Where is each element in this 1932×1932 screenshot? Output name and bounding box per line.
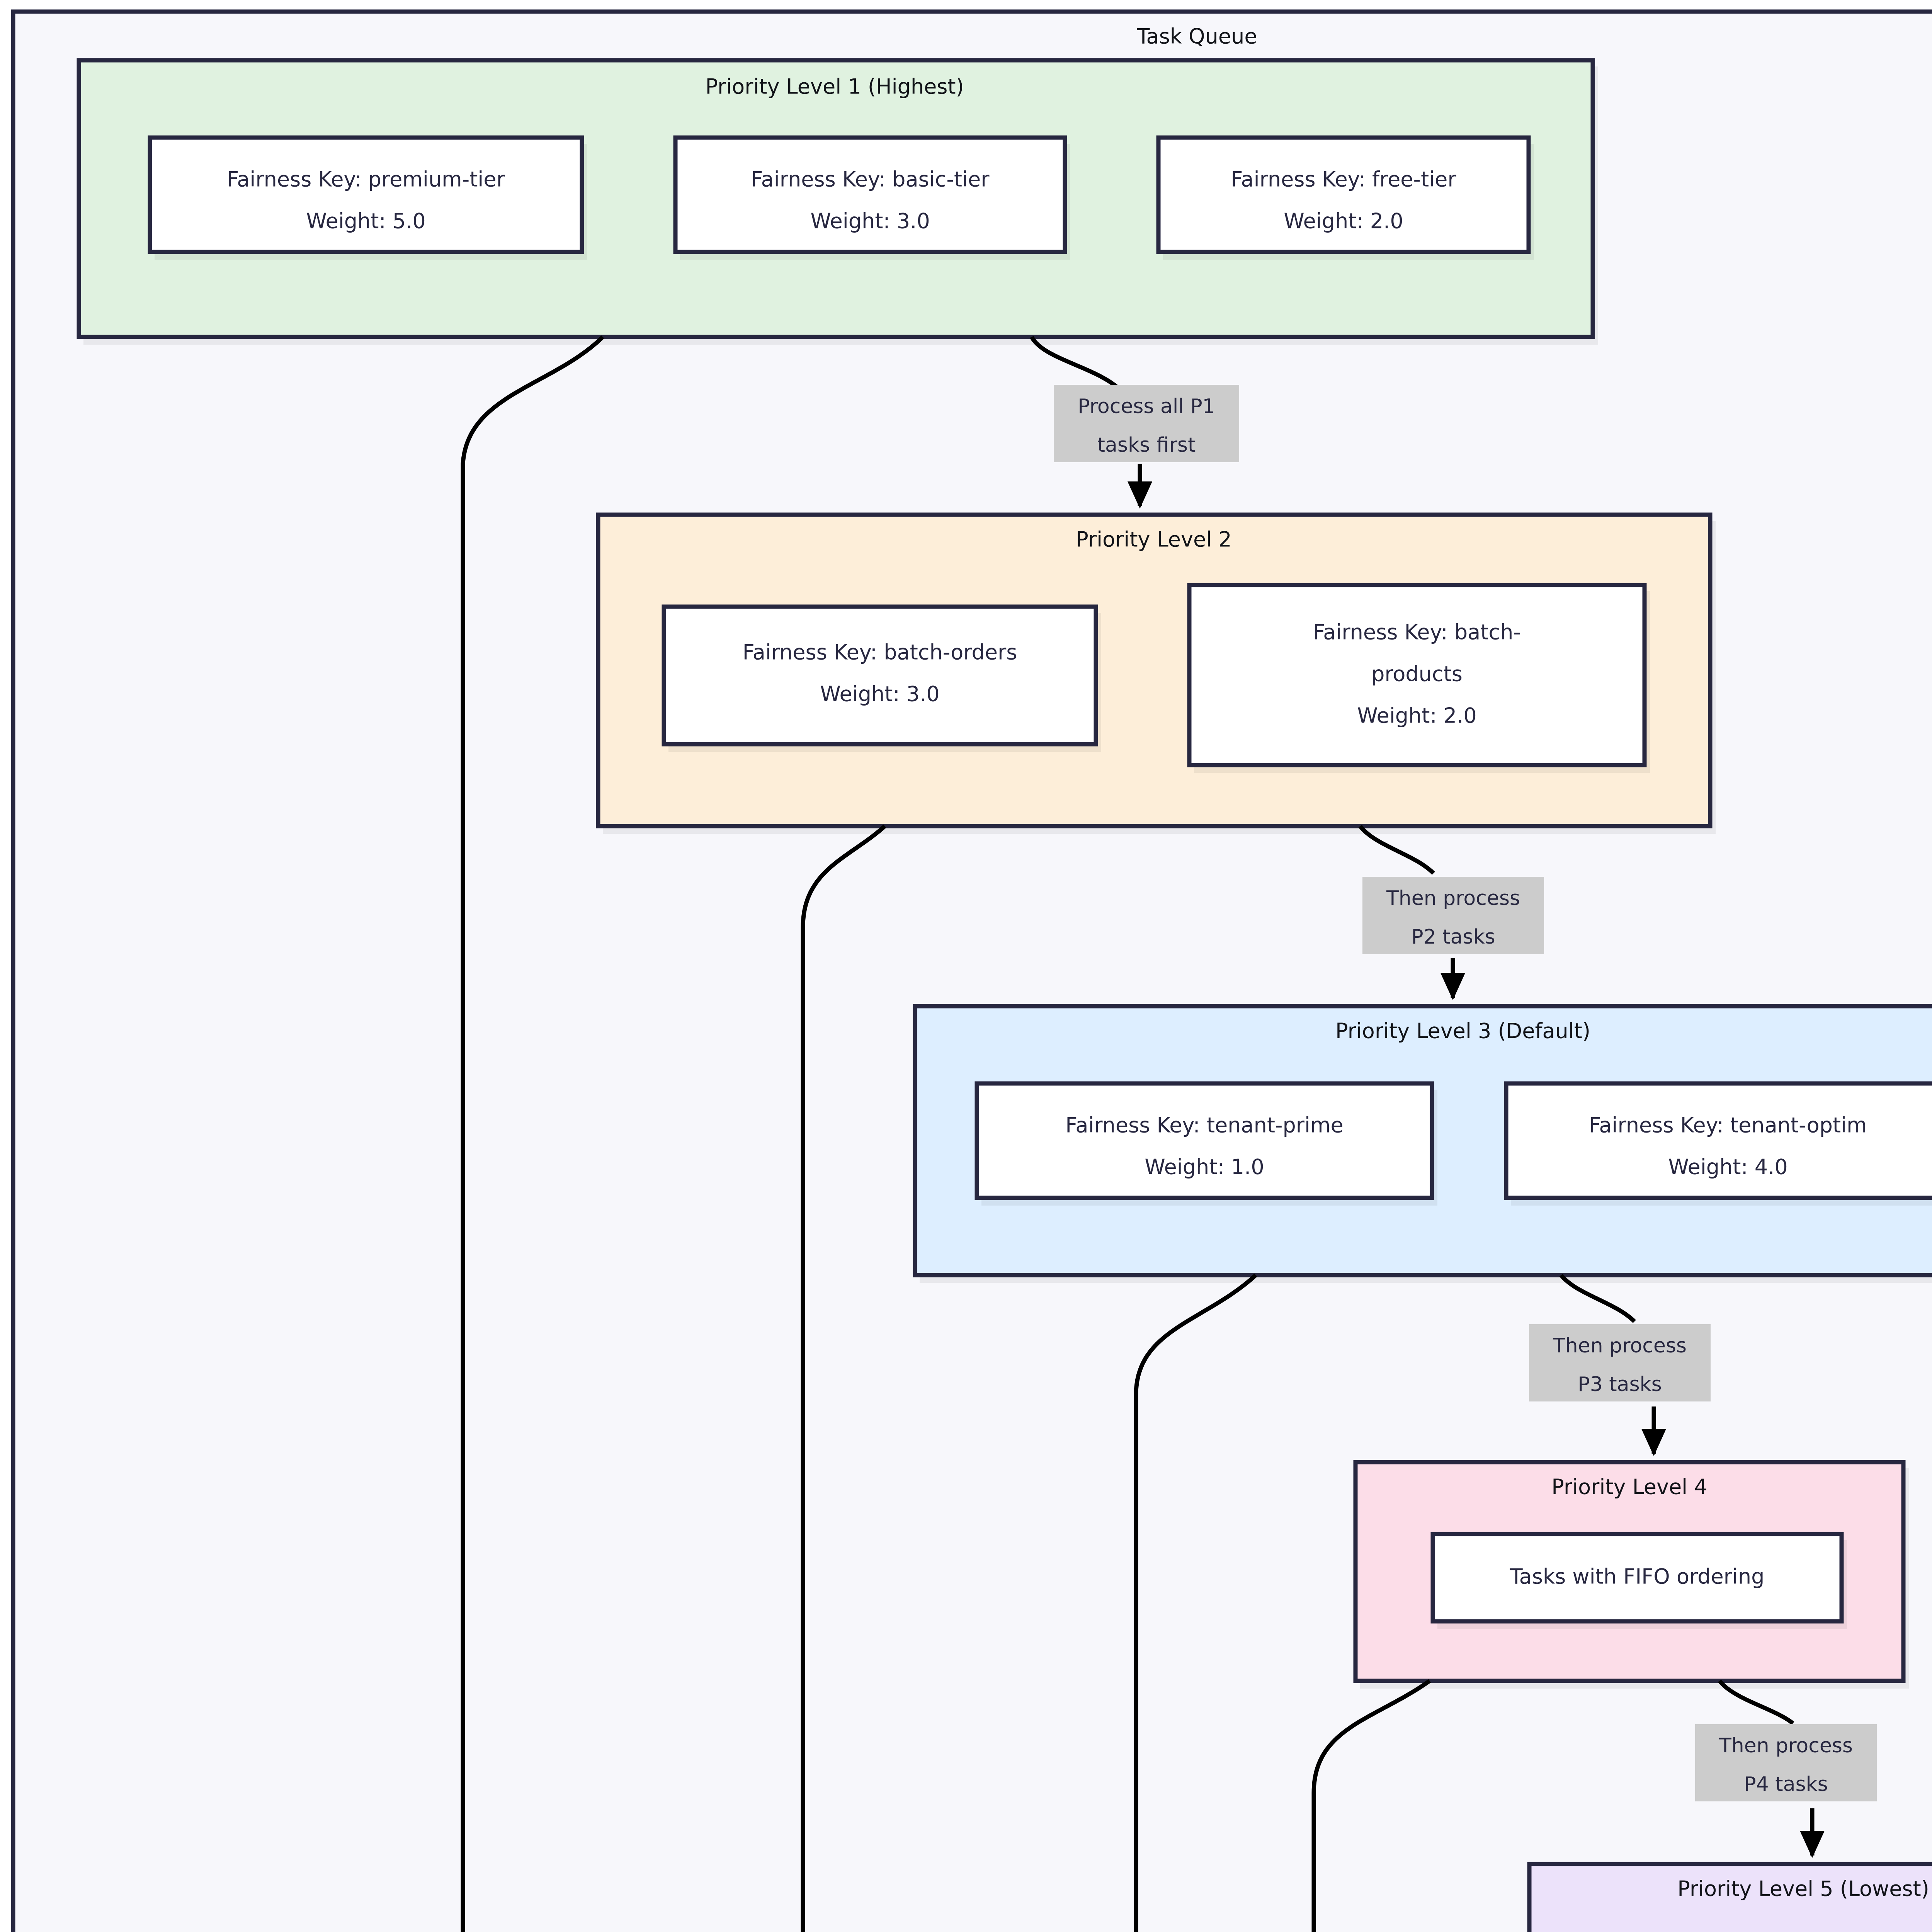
cluster-title-task-queue: Task Queue	[1136, 24, 1257, 49]
edge-p2-to-workers	[801, 824, 886, 1932]
node-line-1: Fairness Key: free-tier	[1231, 167, 1456, 192]
node-line-1: Fairness Key: batch-orders	[743, 640, 1017, 665]
node-line-2: Weight: 3.0	[810, 209, 930, 233]
edge-p4-to-p5-head	[1718, 1679, 1794, 1725]
edge-label-p1-to-p2: Process all P1 tasks first	[1054, 385, 1239, 462]
edge-p3-to-workers	[1134, 1273, 1257, 1932]
edge-label-line-1: Then process	[1386, 887, 1520, 910]
node-line-1: Fairness Key: tenant-optim	[1589, 1113, 1867, 1138]
edge-label-p3-to-p4: Then process P3 tasks	[1529, 1324, 1711, 1401]
edge-label-line-1: Process all P1	[1078, 395, 1215, 418]
node-p2-batch-orders[interactable]: Fairness Key: batch-orders Weight: 3.0	[662, 604, 1101, 752]
edge-label-p4-to-p5: Then process P4 tasks	[1695, 1724, 1877, 1801]
node-line-2: Weight: 1.0	[1145, 1155, 1264, 1179]
cluster-label-p4: Priority Level 4	[1551, 1475, 1707, 1499]
node-p1-premium-tier[interactable]: Fairness Key: premium-tier Weight: 5.0	[148, 135, 587, 260]
node-line-2: Weight: 3.0	[820, 682, 939, 706]
cluster-priority-level-3: Priority Level 3 (Default) Fairness Key:…	[913, 1004, 1932, 1283]
node-line-2: Weight: 2.0	[1284, 209, 1403, 233]
cluster-priority-level-1: Priority Level 1 (Highest) Fairness Key:…	[77, 58, 1598, 345]
cluster-rect-p5	[1527, 1862, 1932, 1932]
node-line-2: Weight: 5.0	[306, 209, 425, 233]
cluster-priority-level-4: Priority Level 4 Tasks with FIFO orderin…	[1353, 1460, 1909, 1689]
node-p3-tenant-optim[interactable]: Fairness Key: tenant-optim Weight: 4.0	[1504, 1081, 1932, 1206]
edge-p1-to-workers	[461, 335, 604, 1932]
edge-p1-to-p2-head	[1030, 336, 1122, 392]
node-line-1: Fairness Key: premium-tier	[227, 167, 505, 192]
node-line-3: Weight: 2.0	[1357, 704, 1476, 728]
edge-label-line-1: Then process	[1719, 1734, 1853, 1757]
edge-label-p2-to-p3: Then process P2 tasks	[1362, 877, 1544, 954]
node-line-2: Weight: 4.0	[1668, 1155, 1787, 1179]
edge-label-line-1: Then process	[1553, 1334, 1687, 1357]
edge-label-line-2: P3 tasks	[1578, 1373, 1662, 1396]
cluster-label-p3: Priority Level 3 (Default)	[1335, 1019, 1590, 1043]
node-line-2: products	[1371, 662, 1463, 686]
cluster-label-p1: Priority Level 1 (Highest)	[705, 75, 964, 99]
node-p3-tenant-prime[interactable]: Fairness Key: tenant-prime Weight: 1.0	[975, 1081, 1437, 1206]
node-line-1: Tasks with FIFO ordering	[1510, 1565, 1765, 1589]
cluster-priority-level-2: Priority Level 2 Fairness Key: batch-ord…	[596, 512, 1716, 834]
edge-label-line-2: P2 tasks	[1411, 925, 1495, 949]
node-p2-batch-products[interactable]: Fairness Key: batch- products Weight: 2.…	[1187, 583, 1650, 773]
cluster-label-p5: Priority Level 5 (Lowest)	[1677, 1877, 1929, 1901]
node-line-1: Fairness Key: batch-	[1313, 620, 1521, 645]
edge-p3-to-p4-head	[1559, 1274, 1636, 1323]
cluster-priority-level-5: Priority Level 5 (Lowest) Tasks with FIF…	[1527, 1862, 1932, 1932]
node-line-1: Fairness Key: basic-tier	[751, 167, 990, 192]
node-line-1: Fairness Key: tenant-prime	[1065, 1113, 1344, 1138]
node-p1-free-tier[interactable]: Fairness Key: free-tier Weight: 2.0	[1156, 135, 1534, 260]
edge-p4-to-workers	[1311, 1679, 1431, 1932]
cluster-label-p2: Priority Level 2	[1076, 527, 1231, 552]
edge-label-line-2: tasks first	[1097, 434, 1196, 457]
edge-label-line-2: P4 tasks	[1744, 1773, 1828, 1796]
node-p1-basic-tier[interactable]: Fairness Key: basic-tier Weight: 3.0	[673, 135, 1070, 260]
node-p4-fifo[interactable]: Tasks with FIFO ordering	[1430, 1532, 1847, 1629]
edge-p2-to-p3-head	[1358, 825, 1435, 875]
